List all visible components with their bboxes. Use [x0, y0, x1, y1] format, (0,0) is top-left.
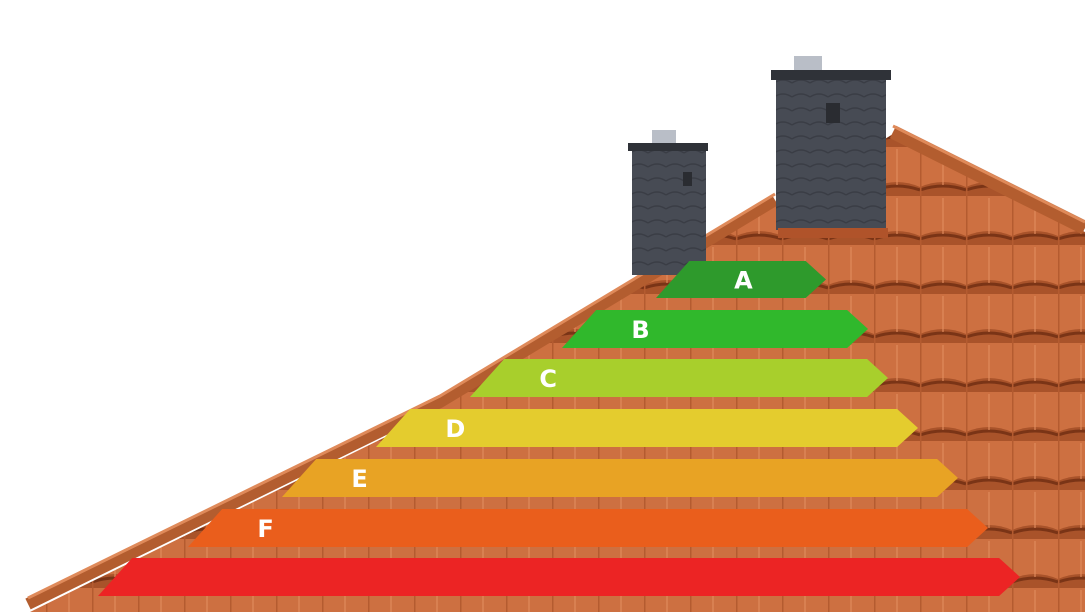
energy-band-c [470, 359, 888, 397]
energy-band-label: B [631, 316, 649, 344]
roof-ridge-right [889, 125, 1085, 235]
energy-band-a [656, 261, 826, 298]
energy-band-e [282, 459, 958, 497]
energy-band-label: A [734, 267, 753, 295]
energy-band-b [562, 310, 868, 348]
energy-band-label: D [445, 415, 465, 443]
energy-band-d [376, 409, 918, 447]
chimney-large [771, 56, 891, 238]
energy-band-label: F [257, 515, 273, 543]
chimney-small [628, 130, 708, 275]
energy-band-f [188, 509, 988, 547]
energy-band-label: C [539, 365, 557, 393]
energy-band-lowest [98, 558, 1020, 596]
energy-band-label: E [351, 465, 367, 493]
